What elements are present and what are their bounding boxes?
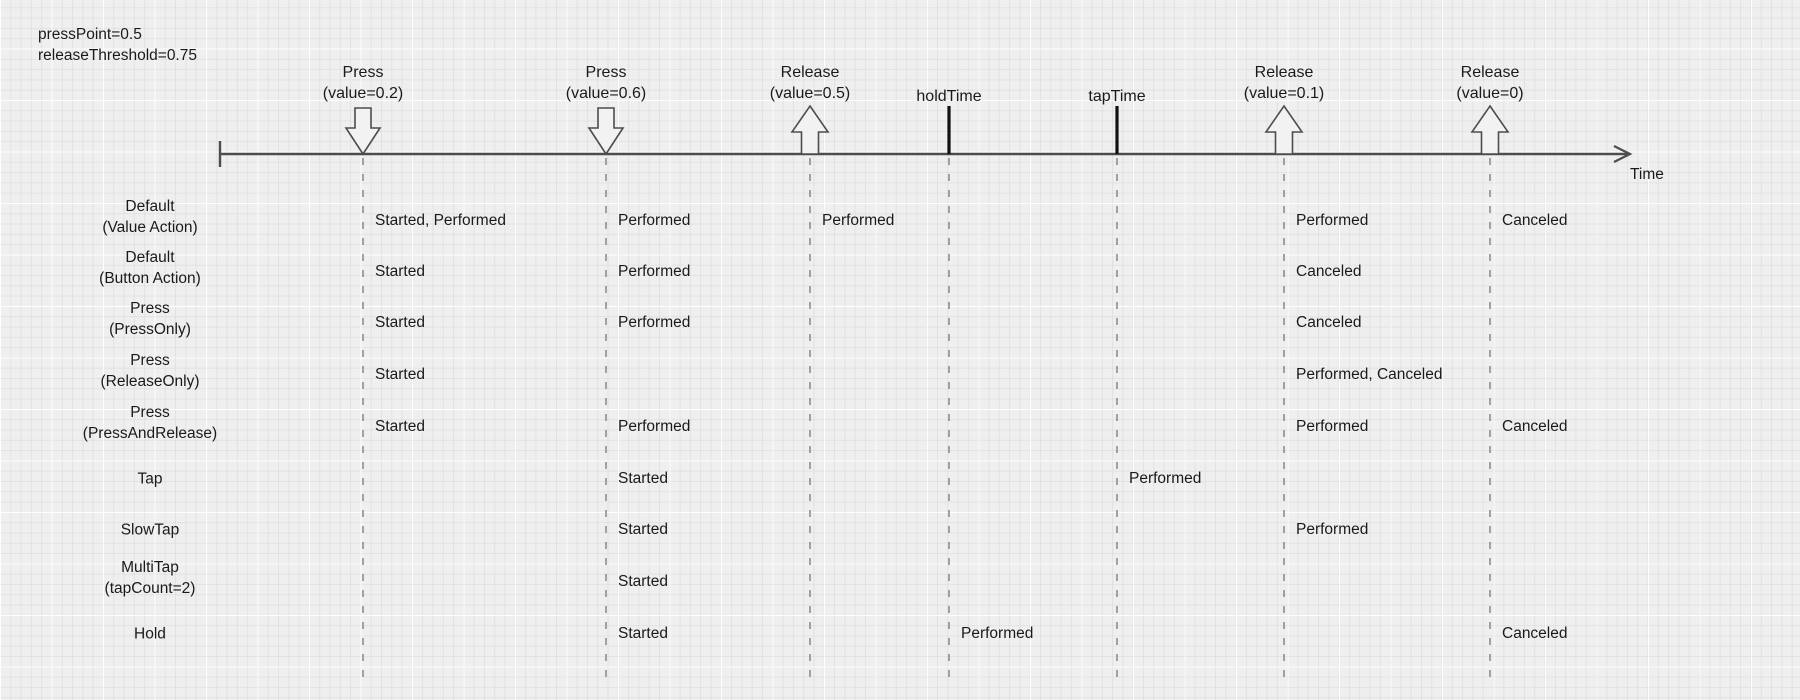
- cell-default-value-action-press-06: Performed: [618, 212, 691, 229]
- cell-default-value-action-press-02: Started, Performed: [375, 212, 506, 229]
- cell-default-value-action-release-05: Performed: [822, 212, 895, 229]
- row-label-secondary: (Value Action): [102, 219, 198, 236]
- row-label-hold: Hold: [134, 624, 166, 645]
- row-label-primary: Tap: [137, 470, 163, 488]
- row-label-default-button-action: Default (Button Action): [99, 247, 201, 289]
- cell-default-value-action-release-0: Canceled: [1502, 212, 1568, 229]
- row-label-slowtap: SlowTap: [121, 520, 180, 541]
- event-header-title: Press: [585, 64, 627, 81]
- press-point-param: pressPoint=0.5: [38, 26, 142, 43]
- row-label-secondary: (tapCount=2): [104, 580, 196, 597]
- event-marker-release-01: [1264, 104, 1304, 678]
- cell-tap-press-06: Started: [618, 470, 668, 487]
- parameters-annotation: pressPoint=0.5 releaseThreshold=0.75: [38, 24, 197, 66]
- event-header-value: (value=0): [1456, 85, 1524, 102]
- row-label-primary: Default: [125, 198, 175, 215]
- cell-press-pressonly-press-06: Performed: [618, 314, 691, 331]
- row-label-primary: SlowTap: [120, 521, 180, 539]
- event-header-title: Release: [780, 64, 840, 81]
- cell-default-button-action-release-01: Canceled: [1296, 263, 1362, 280]
- row-label-press-pressandrelease: Press (PressAndRelease): [83, 402, 217, 444]
- cell-press-pressandrelease-press-06: Performed: [618, 418, 691, 435]
- row-label-secondary: (Button Action): [99, 270, 201, 287]
- cell-multitap-press-06: Started: [618, 573, 668, 590]
- event-header-value: (value=0.2): [322, 85, 404, 102]
- row-label-primary: Press: [130, 352, 170, 369]
- time-axis-label: Time: [1630, 166, 1664, 183]
- cell-press-releaseonly-release-01: Performed, Canceled: [1296, 366, 1443, 383]
- event-marker-release-0: [1470, 104, 1510, 678]
- cell-slowtap-press-06: Started: [618, 521, 668, 538]
- cell-press-pressonly-press-02: Started: [375, 314, 425, 331]
- time-axis: [218, 141, 1633, 167]
- row-label-primary: Hold: [134, 625, 166, 643]
- row-label-primary: MultiTap: [121, 559, 179, 576]
- cell-press-pressandrelease-release-0: Canceled: [1502, 418, 1568, 435]
- event-header-title: holdTime: [916, 88, 982, 105]
- row-label-multitap: MultiTap (tapCount=2): [105, 557, 196, 599]
- event-header-value: (value=0.6): [565, 85, 647, 102]
- cell-press-pressandrelease-release-01: Performed: [1296, 418, 1369, 435]
- event-header-title: Release: [1254, 64, 1314, 81]
- event-marker-press-06: [587, 107, 625, 678]
- row-label-primary: Press: [130, 300, 170, 317]
- row-label-default-value-action: Default (Value Action): [102, 196, 197, 238]
- event-header-hold-time: holdTime: [916, 86, 981, 107]
- event-header-press-06: Press (value=0.6): [566, 62, 647, 104]
- event-header-press-02: Press (value=0.2): [323, 62, 404, 104]
- cell-default-value-action-release-01: Performed: [1296, 212, 1369, 229]
- row-label-press-releaseonly: Press (ReleaseOnly): [100, 350, 199, 392]
- event-header-release-0: Release (value=0): [1456, 62, 1523, 104]
- release-threshold-param: releaseThreshold=0.75: [38, 47, 197, 64]
- event-marker-press-02: [344, 107, 382, 678]
- row-label-secondary: (PressAndRelease): [82, 425, 218, 442]
- row-label-secondary: (PressOnly): [109, 321, 191, 338]
- cell-hold-hold-time: Performed: [961, 625, 1034, 642]
- cell-press-pressonly-release-01: Canceled: [1296, 314, 1362, 331]
- cell-hold-release-0: Canceled: [1502, 625, 1568, 642]
- cell-press-releaseonly-press-02: Started: [375, 366, 425, 383]
- event-header-release-01: Release (value=0.1): [1244, 62, 1325, 104]
- row-label-primary: Press: [130, 404, 170, 421]
- cell-hold-press-06: Started: [618, 625, 668, 642]
- event-header-title: Press: [342, 64, 384, 81]
- row-label-tap: Tap: [138, 469, 163, 490]
- cell-press-pressandrelease-press-02: Started: [375, 418, 425, 435]
- event-header-release-05: Release (value=0.5): [770, 62, 851, 104]
- cell-default-button-action-press-02: Started: [375, 263, 425, 280]
- row-label-press-pressonly: Press (PressOnly): [109, 298, 191, 340]
- event-header-value: (value=0.5): [769, 85, 851, 102]
- cell-tap-tap-time: Performed: [1129, 470, 1202, 487]
- event-header-title: Release: [1460, 64, 1520, 81]
- event-header-value: (value=0.1): [1243, 85, 1325, 102]
- cell-slowtap-release-01: Performed: [1296, 521, 1369, 538]
- event-marker-release-05: [790, 104, 830, 678]
- row-label-primary: Default: [125, 249, 175, 266]
- row-label-secondary: (ReleaseOnly): [100, 373, 200, 390]
- cell-default-button-action-press-06: Performed: [618, 263, 691, 280]
- event-header-title: tapTime: [1088, 88, 1146, 105]
- event-header-tap-time: tapTime: [1088, 86, 1145, 107]
